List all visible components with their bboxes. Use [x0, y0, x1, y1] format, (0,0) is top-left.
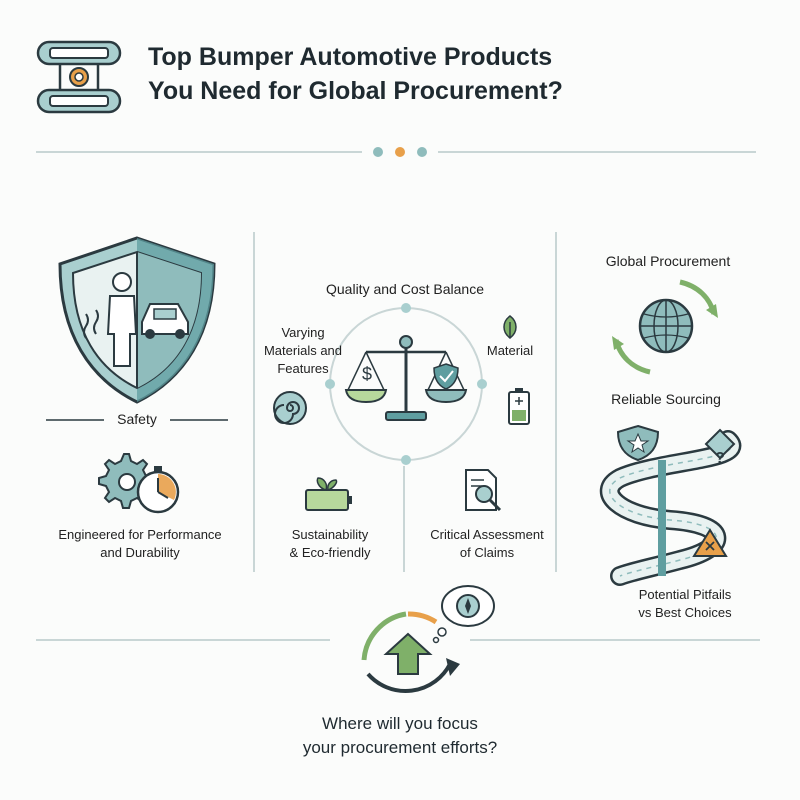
varying-line-1: Varying	[281, 325, 325, 340]
reliable-sourcing-label: Reliable Sourcing	[611, 391, 721, 407]
title-line-1: Top Bumper Automotive Products	[148, 43, 553, 71]
sustainability-label: Sustainability & Eco-friendly	[266, 526, 394, 562]
pitfalls-line-2: vs Best Choices	[638, 605, 732, 620]
divider-dot-left	[373, 147, 383, 157]
critical-line-2: of Claims	[459, 545, 515, 560]
leaf-icon	[503, 315, 517, 339]
page-title: Top Bumper Automotive Products You Need …	[148, 40, 748, 108]
pitfalls-line-1: Potential Pitfails	[638, 587, 732, 602]
safety-shield-icon	[58, 236, 216, 404]
divider-dot-center	[395, 147, 405, 157]
question-line-1: Where will you focus	[322, 714, 478, 733]
header-divider	[36, 147, 756, 157]
winding-road-icon	[600, 424, 742, 586]
spiral-icon	[273, 391, 307, 425]
material-label: Material	[486, 343, 534, 358]
divider-dot-right	[417, 147, 427, 157]
varying-line-3: Features	[277, 361, 329, 376]
question-mark-sign: ?	[715, 450, 725, 467]
battery-icon	[508, 388, 530, 425]
performance-line-1: Engineered for Performance	[58, 527, 222, 542]
quality-cost-heading: Quality and Cost Balance	[326, 281, 484, 297]
eco-battery-icon	[305, 477, 352, 511]
pitfalls-label: Potential Pitfails vs Best Choices	[600, 586, 770, 622]
varying-materials-label: Varying Materials and Features	[248, 324, 358, 378]
performance-label: Engineered for Performance and Durabilit…	[40, 526, 240, 562]
balance-scale-icon	[344, 335, 468, 421]
document-magnifier-icon	[465, 469, 502, 512]
gear-stopwatch-icon	[98, 453, 180, 514]
critical-line-1: Critical Assessment	[430, 527, 544, 542]
safety-label-lines	[46, 419, 228, 421]
question-line-2: your procurement efforts?	[302, 738, 498, 757]
performance-line-2: and Durability	[100, 545, 180, 560]
dollar-symbol: $	[361, 364, 372, 384]
safety-label: Safety	[117, 411, 157, 427]
title-line-2: You Need for Global Procurement?	[148, 77, 563, 105]
bumper-logo-icon	[36, 40, 122, 114]
focus-question: Where will you focus your procurement ef…	[200, 712, 600, 760]
varying-line-2: Materials and	[263, 343, 343, 358]
sustainability-line-1: Sustainability	[291, 527, 369, 542]
global-procurement-label: Global Procurement	[605, 253, 731, 269]
globe-cycle-icon	[612, 279, 718, 375]
critical-assessment-label: Critical Assessment of Claims	[412, 526, 562, 562]
quality-circle	[325, 303, 487, 465]
focus-cycle-icon	[361, 585, 495, 693]
sustainability-line-2: & Eco-friendly	[289, 545, 371, 560]
